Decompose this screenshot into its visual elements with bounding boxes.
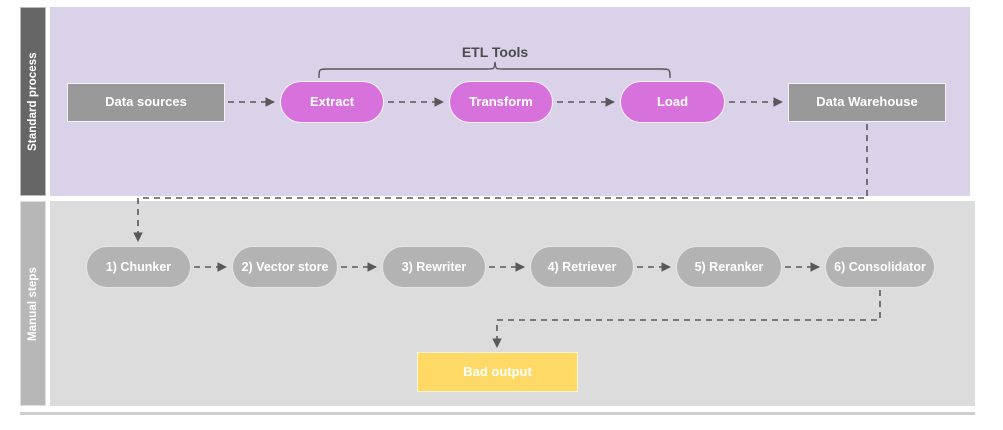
node-chunker[interactable]: 1) Chunker xyxy=(86,246,191,288)
node-extract[interactable]: Extract xyxy=(280,81,384,123)
node-rewriter[interactable]: 3) Rewriter xyxy=(382,246,486,288)
node-vector-store-label: 2) Vector store xyxy=(241,259,329,274)
lane-label-standard-process: Standard process xyxy=(20,7,46,196)
node-transform-label: Transform xyxy=(469,93,533,109)
node-load[interactable]: Load xyxy=(620,81,725,123)
footer-divider xyxy=(20,412,975,415)
lane-label-manual-steps: Manual steps xyxy=(20,201,46,406)
node-data-warehouse[interactable]: Data Warehouse xyxy=(788,83,946,122)
node-consolidator-label: 6) Consolidator xyxy=(834,259,926,274)
node-transform[interactable]: Transform xyxy=(449,81,553,123)
node-extract-label: Extract xyxy=(309,93,355,109)
node-retriever-label: 4) Retriever xyxy=(547,259,617,274)
node-reranker-label: 5) Reranker xyxy=(694,259,764,274)
node-bad-output-label: Bad output xyxy=(463,363,532,379)
node-load-label: Load xyxy=(656,93,689,109)
node-bad-output[interactable]: Bad output xyxy=(417,352,578,392)
node-retriever[interactable]: 4) Retriever xyxy=(530,246,634,288)
node-reranker[interactable]: 5) Reranker xyxy=(676,246,782,288)
node-vector-store[interactable]: 2) Vector store xyxy=(232,246,338,288)
node-data-warehouse-label: Data Warehouse xyxy=(816,94,918,110)
etl-tools-group-label: ETL Tools xyxy=(461,44,529,60)
node-data-sources-label: Data sources xyxy=(105,94,187,110)
node-chunker-label: 1) Chunker xyxy=(105,259,172,274)
node-consolidator[interactable]: 6) Consolidator xyxy=(825,246,935,288)
node-rewriter-label: 3) Rewriter xyxy=(401,259,467,274)
node-data-sources[interactable]: Data sources xyxy=(67,83,225,122)
